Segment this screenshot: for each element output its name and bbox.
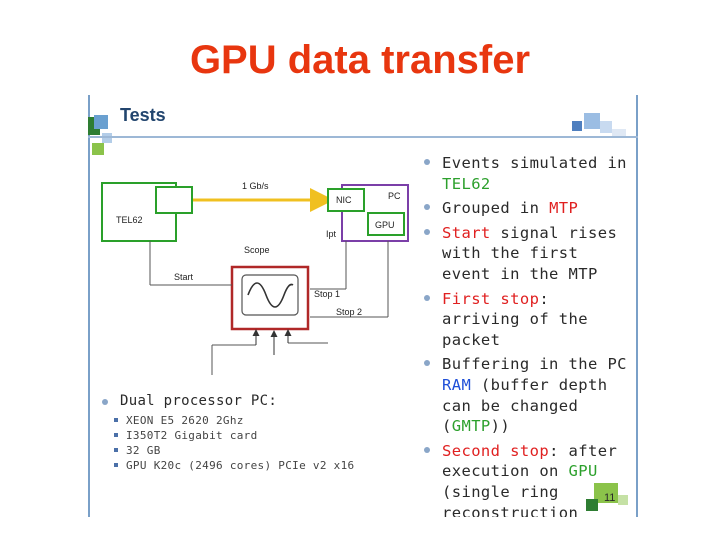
bullet-item: First stop: arriving of the packet — [424, 289, 634, 351]
footer-square-3 — [618, 495, 628, 505]
scope-screen — [241, 274, 299, 316]
footer-square-1 — [594, 483, 618, 503]
hardware-title-row: Dual processor PC: — [102, 393, 428, 409]
bullet-text: (single ring reconstruction — [442, 482, 579, 517]
bullet-text: : arriving of the packet — [442, 289, 588, 349]
scope-wave — [247, 282, 294, 308]
deco-square-5 — [584, 113, 600, 129]
sub-bullet-icon — [114, 418, 118, 422]
bullet-text: Grouped in — [442, 199, 550, 218]
gpu-label: GPU — [375, 220, 395, 230]
header-divider — [88, 136, 638, 138]
ipt-label: Ipt — [326, 229, 337, 239]
pc-box — [341, 184, 409, 242]
bullet-dot — [424, 294, 430, 301]
hardware-item-text: I350T2 Gigabit card — [126, 429, 258, 442]
bullet-item: Buffering in the PC RAM (buffer depth ca… — [424, 354, 634, 436]
pc-label: PC — [388, 191, 401, 201]
bullet-item: Second stop: after execution on GPU (sin… — [424, 441, 634, 517]
hardware-item: XEON E5 2620 2Ghz — [108, 413, 428, 428]
hardware-item-text: 32 GB — [126, 444, 161, 457]
deco-square-6 — [600, 121, 612, 133]
stop2-label: Stop 2 — [336, 307, 362, 317]
deco-square-3 — [92, 143, 104, 155]
bullet-dot — [102, 399, 108, 405]
hardware-title: Dual processor PC: — [120, 393, 278, 409]
bullet-text: (buffer depth can be changed ( — [442, 375, 608, 436]
deco-square-4 — [102, 133, 112, 143]
bullet-item: Events simulated in TEL62 — [424, 153, 634, 194]
sub-bullet-icon — [114, 433, 118, 437]
bullet-text: Events simulated in — [442, 154, 627, 172]
tel62-label: TEL62 — [116, 215, 143, 225]
right-rule — [636, 95, 638, 517]
bullet-text: Start — [442, 223, 491, 242]
deco-square-7 — [572, 121, 582, 131]
bullet-text: signal rises with the first event in the… — [442, 223, 618, 283]
bullet-dot — [424, 228, 430, 235]
link-label: 1 Gb/s — [242, 181, 269, 191]
scope-label: Scope — [244, 245, 270, 255]
setup-diagram: TEL62 1 Gb/s NIC PC GPU Ipt Scope Start … — [101, 181, 409, 375]
deco-square-2 — [94, 115, 108, 129]
stop1-label: Stop 1 — [314, 289, 340, 299]
deco-square-8 — [612, 129, 626, 137]
tel62-port — [155, 186, 193, 214]
nic-box — [327, 188, 365, 212]
bullet-text: GPU — [568, 462, 598, 481]
bullet-dot — [424, 159, 430, 165]
bullet-item: Start signal rises with the first event … — [424, 223, 634, 285]
gpu-box — [367, 212, 405, 236]
bullet-text: GMTP — [451, 417, 491, 436]
bullet-dot — [424, 204, 430, 211]
bullet-text: First stop — [442, 289, 540, 308]
bullet-text: Second stop — [442, 441, 550, 460]
bullet-dot — [424, 360, 430, 367]
sub-bullet-icon — [114, 448, 118, 452]
hardware-item-text: XEON E5 2620 2Ghz — [126, 414, 244, 427]
sub-bullet-icon — [114, 463, 118, 467]
nic-label: NIC — [336, 195, 352, 205]
bullet-text: Buffering in the PC — [442, 355, 627, 374]
slide-title: GPU data transfer — [189, 38, 531, 82]
bullet-dot — [424, 446, 430, 453]
bullet-text: RAM — [442, 375, 472, 394]
bullet-text: MTP — [549, 199, 579, 218]
bullet-item: Grouped in MTP — [424, 198, 634, 219]
bullet-text: )) — [490, 417, 511, 436]
page-number: 11 — [604, 492, 616, 504]
footer-square-2 — [586, 499, 598, 511]
section-header: Tests — [120, 105, 166, 125]
bullet-text: : after execution on — [442, 441, 618, 481]
bullet-text: TEL62 — [442, 174, 491, 193]
hardware-item: GPU K20c (2496 cores) PCIe v2 x16 — [108, 458, 428, 473]
embedded-slide: Tests TEL62 1 Gb/s NIC PC GPU Ipt Scope — [88, 95, 638, 517]
hardware-item: 32 GB — [108, 443, 428, 458]
hardware-item: I350T2 Gigabit card — [108, 428, 428, 443]
hardware-item-text: GPU K20c (2496 cores) PCIe v2 x16 — [126, 459, 355, 472]
start-label: Start — [174, 272, 194, 282]
left-rule — [88, 95, 90, 517]
